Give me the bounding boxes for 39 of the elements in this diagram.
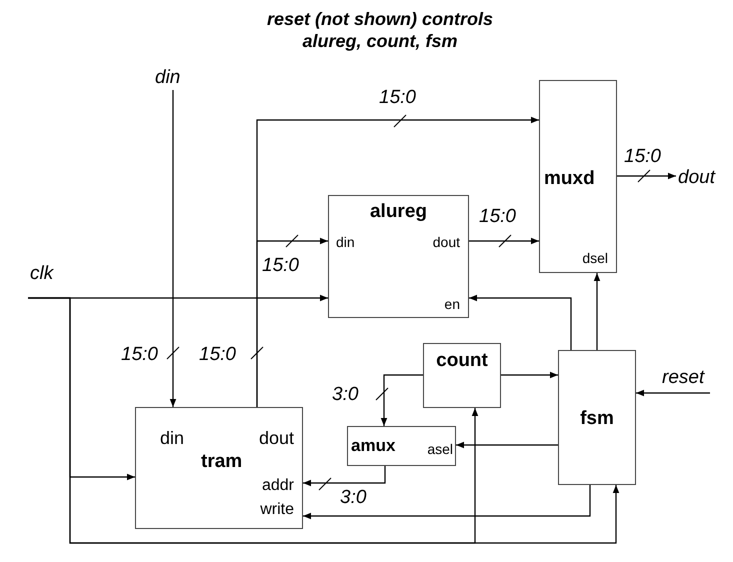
logic-block [347, 426, 456, 466]
signal-label: din [155, 68, 180, 87]
signal-label: dout [678, 168, 715, 187]
wire-arrow [456, 442, 558, 448]
signal-label: reset [662, 368, 704, 387]
block-name: amux [351, 437, 396, 454]
logic-block [135, 407, 303, 529]
block-name: count [435, 351, 489, 370]
wire-arrow [303, 466, 386, 486]
port-label: asel [427, 442, 453, 456]
wire-arrow [617, 172, 676, 180]
wire-arrow [636, 390, 710, 396]
diagram-title: reset (not shown) controls alureg, count, fsm [266, 8, 494, 52]
port-label: din [336, 235, 355, 249]
wire-arrow [28, 297, 620, 544]
port-label: dout [432, 235, 460, 249]
wire-arrow [469, 238, 539, 244]
wire-arrow [469, 294, 572, 350]
logic-block [539, 80, 617, 273]
port-label: dsel [582, 251, 608, 265]
signal-label: clk [30, 264, 54, 283]
port-label: dout [258, 429, 294, 447]
block-name: tram [201, 452, 242, 471]
logic-block [423, 343, 501, 408]
wire-arrow [380, 374, 423, 426]
port-label: en [444, 297, 460, 311]
block-name: alureg [368, 202, 428, 221]
logic-block [558, 350, 636, 485]
wire-arrow [594, 273, 600, 350]
wire-arrow [303, 485, 591, 520]
logic-block [328, 195, 469, 318]
port-label: addr [262, 478, 294, 494]
wire-arrow [256, 238, 328, 407]
wire-arrow [170, 90, 176, 407]
port-label: din [160, 429, 184, 447]
port-label: write [260, 502, 294, 518]
block-name: muxd [544, 169, 595, 188]
block-name: fsm [579, 409, 615, 428]
wire-arrow [501, 372, 558, 378]
